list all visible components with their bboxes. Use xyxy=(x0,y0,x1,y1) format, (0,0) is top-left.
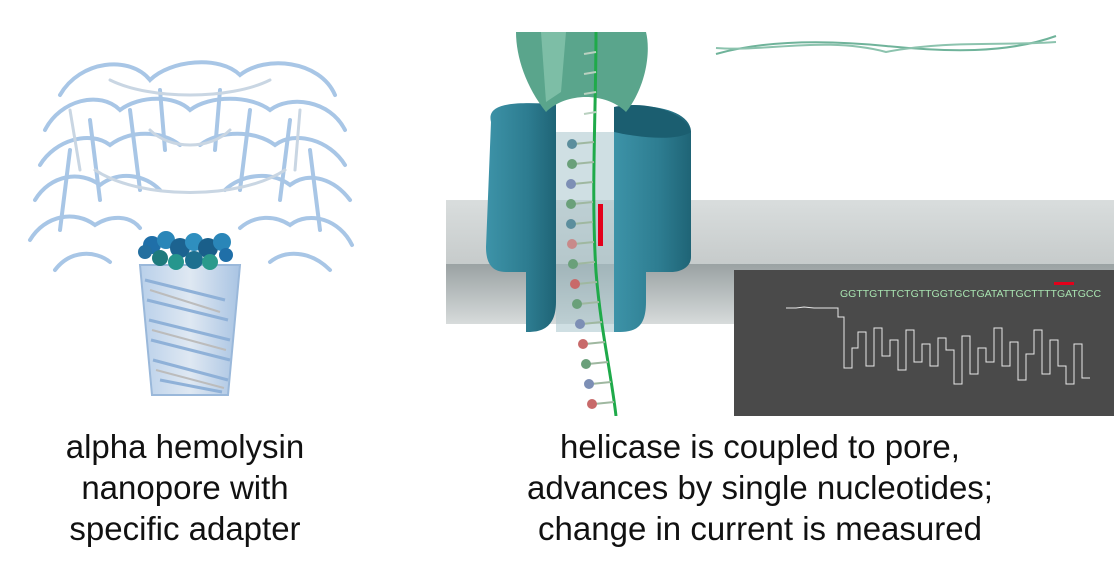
left-caption: alpha hemolysin nanopore with specific a… xyxy=(0,426,370,549)
dna-helix-background xyxy=(715,35,1057,55)
dna-strand xyxy=(566,32,618,416)
helicase xyxy=(516,32,648,112)
adapter-molecule xyxy=(138,231,233,270)
inset-sequence: GGTTGTTTCTGTTGGTGCTGATATTGCTTTTGATGCC xyxy=(840,288,1102,300)
left-caption-line: alpha hemolysin xyxy=(65,428,305,465)
sequence-highlight-bar xyxy=(1054,282,1074,285)
right-caption: helicase is coupled to pore, advances by… xyxy=(440,426,1080,549)
right-caption-line: change in current is measured xyxy=(538,510,982,547)
protein-stem xyxy=(138,264,242,396)
constriction-marker xyxy=(598,204,603,246)
left-caption-line: specific adapter xyxy=(69,510,301,547)
right-caption-line: advances by single nucleotides; xyxy=(527,469,993,506)
left-caption-line: nanopore with xyxy=(81,469,289,506)
protein-cap xyxy=(28,60,354,272)
current-trace xyxy=(786,306,1090,385)
alpha-hemolysin-figure xyxy=(0,0,380,420)
right-caption-line: helicase is coupled to pore, xyxy=(560,428,960,465)
helicase-pore-figure: GGTTGTTTCTGTTGGTGCTGATATTGCTTTTGATGCC xyxy=(446,32,1114,416)
current-trace-inset: GGTTGTTTCTGTTGGTGCTGATATTGCTTTTGATGCC xyxy=(734,270,1114,416)
